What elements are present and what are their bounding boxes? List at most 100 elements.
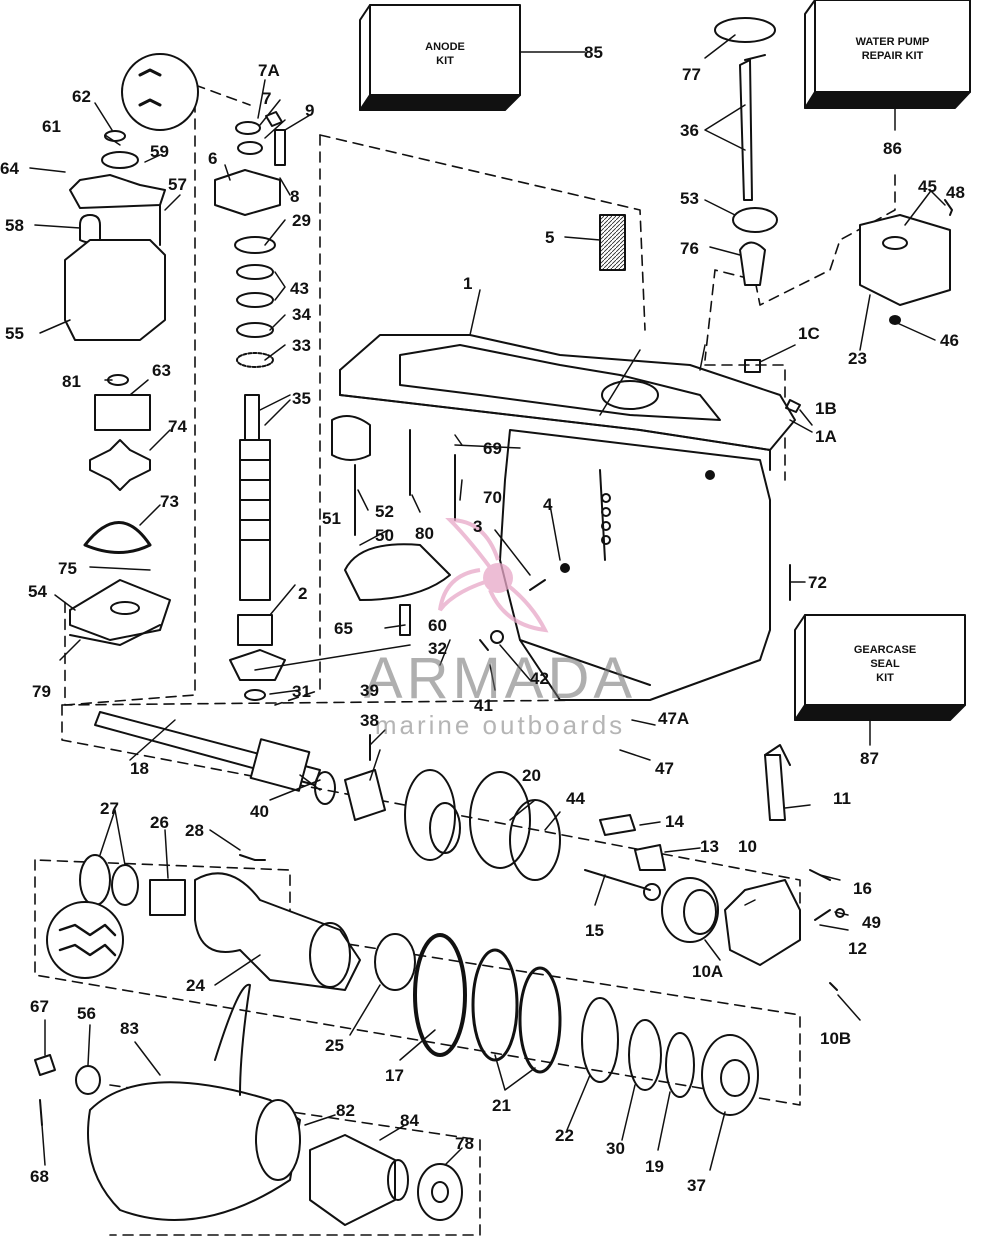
part-label: 18 — [130, 759, 149, 778]
water-tube-parts — [714, 17, 953, 413]
part-label: 2 — [298, 584, 308, 603]
part-label: 73 — [160, 492, 179, 511]
part-label: 12 — [848, 939, 867, 958]
part-label: 55 — [5, 324, 24, 343]
part-label: 54 — [28, 582, 47, 601]
part-label: 70 — [483, 488, 502, 507]
part-label: 1C — [798, 324, 820, 343]
part-label: 83 — [120, 1019, 139, 1038]
part-label: 8 — [290, 187, 300, 206]
part-label: 23 — [848, 349, 867, 368]
shift-components — [584, 744, 845, 991]
part-label: 61 — [42, 117, 61, 136]
trim-tab — [344, 543, 451, 601]
part-label: 82 — [336, 1101, 355, 1120]
watermark-tagline: marine outboards — [374, 710, 626, 740]
part-label: 42 — [530, 669, 549, 688]
part-label: 84 — [400, 1111, 419, 1130]
part-label: 38 — [360, 711, 379, 730]
part-label: 45 — [918, 177, 937, 196]
part-label: 52 — [375, 502, 394, 521]
water-pump-column — [64, 53, 199, 646]
part-label: 1B — [815, 399, 837, 418]
water-pump-kit-label: WATER PUMP REPAIR KIT — [855, 36, 930, 62]
part-label: 57 — [168, 175, 187, 194]
part-label: 41 — [474, 696, 493, 715]
part-label: 10B — [820, 1029, 852, 1048]
part-label: 36 — [680, 121, 699, 140]
part-label: 1 — [463, 274, 473, 293]
part-label: 31 — [292, 682, 311, 701]
gearcase-seal-kit-box — [794, 614, 966, 721]
part-label: 35 — [292, 389, 311, 408]
part-label: 69 — [483, 439, 502, 458]
part-label: 68 — [30, 1167, 49, 1186]
part-label: 9 — [305, 101, 315, 120]
part-label: 75 — [58, 559, 77, 578]
part-label: 33 — [292, 336, 311, 355]
part-label: 13 — [700, 837, 719, 856]
watermark-logo — [438, 517, 549, 633]
part-label: 6 — [208, 149, 218, 168]
part-label: 62 — [72, 87, 91, 106]
part-label: 7 — [262, 89, 272, 108]
anode-part — [599, 214, 626, 271]
propshaft-assembly — [94, 711, 561, 881]
part-label: 80 — [415, 524, 434, 543]
part-label: 53 — [680, 189, 699, 208]
part-label: 63 — [152, 361, 171, 380]
watermark-name: ARMADA — [363, 646, 637, 711]
part-label: 32 — [428, 639, 447, 658]
part-label: 78 — [455, 1134, 474, 1153]
part-label: 29 — [292, 211, 311, 230]
part-label: 1A — [815, 427, 837, 446]
part-label: 47A — [658, 709, 690, 728]
part-label: 40 — [250, 802, 269, 821]
part-label: 49 — [862, 913, 881, 932]
part-label: 7A — [258, 61, 280, 80]
part-label: 50 — [375, 526, 394, 545]
part-label: 47 — [655, 759, 674, 778]
part-label: 34 — [292, 305, 311, 324]
part-label: 16 — [853, 879, 872, 898]
anode-kit-label: ANODE KIT — [425, 41, 465, 67]
part-label: 48 — [946, 183, 965, 202]
part-label: 15 — [585, 921, 604, 940]
part-label: 39 — [360, 681, 379, 700]
part-label: 65 — [334, 619, 353, 638]
anode-kit-box — [359, 4, 521, 111]
part-label: 79 — [32, 682, 51, 701]
part-label: 24 — [186, 976, 205, 995]
water-pump-kit-box — [804, 0, 971, 109]
part-label: 44 — [566, 789, 585, 808]
part-label: 59 — [150, 142, 169, 161]
part-label: 28 — [185, 821, 204, 840]
part-label: 46 — [940, 331, 959, 350]
part-label: 17 — [385, 1066, 404, 1085]
part-label: 19 — [645, 1157, 664, 1176]
part-label: 5 — [545, 228, 555, 247]
part-label: 86 — [883, 139, 902, 158]
driveshaft-column — [214, 111, 286, 701]
part-label: 20 — [522, 766, 541, 785]
part-label: 27 — [100, 799, 119, 818]
part-label: 60 — [428, 616, 447, 635]
part-label: 76 — [680, 239, 699, 258]
part-label: 67 — [30, 997, 49, 1016]
part-label: 37 — [687, 1176, 706, 1195]
part-label: 21 — [492, 1096, 511, 1115]
part-label: 43 — [290, 279, 309, 298]
part-label: 51 — [322, 509, 341, 528]
part-label: 56 — [77, 1004, 96, 1023]
part-label: 77 — [682, 65, 701, 84]
bearing-housing-assembly — [46, 854, 759, 1116]
part-label: 85 — [584, 43, 603, 62]
part-label: 25 — [325, 1036, 344, 1055]
part-label: 10A — [692, 962, 724, 981]
part-label: 10 — [738, 837, 757, 856]
part-label: 11 — [833, 789, 851, 808]
gearcase-seal-kit-label: GEARCASE SEAL KIT — [853, 644, 917, 684]
part-label: 26 — [150, 813, 169, 832]
